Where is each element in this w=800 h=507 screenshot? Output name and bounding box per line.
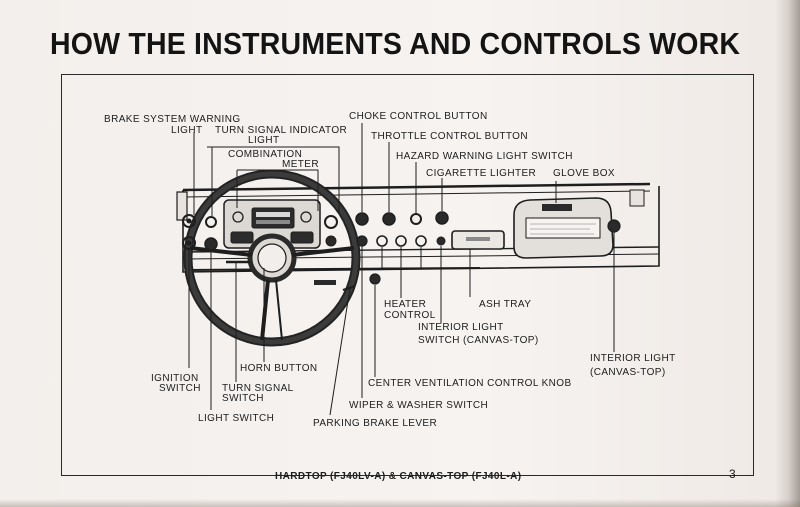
label-turn-signal-switch: TURN SIGNAL <box>222 383 294 394</box>
label-interior-light: INTERIOR LIGHT <box>590 353 676 364</box>
label-center-ventilation: CENTER VENTILATION CONTROL KNOB <box>368 378 572 389</box>
page-edge <box>774 0 800 507</box>
label-combination-meter-2: METER <box>282 159 319 170</box>
label-glove-box: GLOVE BOX <box>553 168 615 179</box>
figure-caption: HARDTOP (FJ40LV-A) & CANVAS-TOP (FJ40L-A… <box>275 471 522 482</box>
label-interior-light-switch: INTERIOR LIGHT <box>418 322 504 333</box>
page-title: HOW THE INSTRUMENTS AND CONTROLS WORK <box>50 26 741 61</box>
label-ash-tray: ASH TRAY <box>479 299 531 310</box>
leader-lines <box>188 123 615 416</box>
label-horn-button: HORN BUTTON <box>240 363 318 374</box>
label-turn-signal-indicator-light: LIGHT <box>248 135 279 146</box>
label-turn-signal-switch-2: SWITCH <box>222 393 264 404</box>
label-choke-control: CHOKE CONTROL BUTTON <box>349 111 488 122</box>
label-wiper-washer: WIPER & WASHER SWITCH <box>349 400 488 411</box>
label-interior-light-switch-2: SWITCH (CANVAS-TOP) <box>418 335 539 346</box>
callout-labels: BRAKE SYSTEM WARNING LIGHT TURN SIGNAL I… <box>104 111 676 429</box>
label-combination-meter: COMBINATION <box>228 149 302 160</box>
label-brake-system-warning-light: LIGHT <box>171 125 202 136</box>
label-light-switch: LIGHT SWITCH <box>198 413 274 424</box>
label-parking-brake: PARKING BRAKE LEVER <box>313 418 437 429</box>
label-turn-signal-indicator: TURN SIGNAL INDICATOR <box>215 125 347 136</box>
page-number: 3 <box>729 467 736 481</box>
diagram-frame <box>61 74 754 476</box>
label-hazard-switch: HAZARD WARNING LIGHT SWITCH <box>396 151 573 162</box>
label-ignition-switch: IGNITION <box>151 373 199 384</box>
label-interior-light-2: (CANVAS-TOP) <box>590 367 666 378</box>
label-brake-system-warning: BRAKE SYSTEM WARNING <box>104 114 241 125</box>
label-heater-control: HEATER <box>384 299 426 310</box>
label-heater-control-2: CONTROL <box>384 310 436 321</box>
page-shadow <box>0 499 800 507</box>
label-throttle-control: THROTTLE CONTROL BUTTON <box>371 131 528 142</box>
label-cigarette-lighter: CIGARETTE LIGHTER <box>426 168 536 179</box>
label-ignition-switch-2: SWITCH <box>159 383 201 394</box>
